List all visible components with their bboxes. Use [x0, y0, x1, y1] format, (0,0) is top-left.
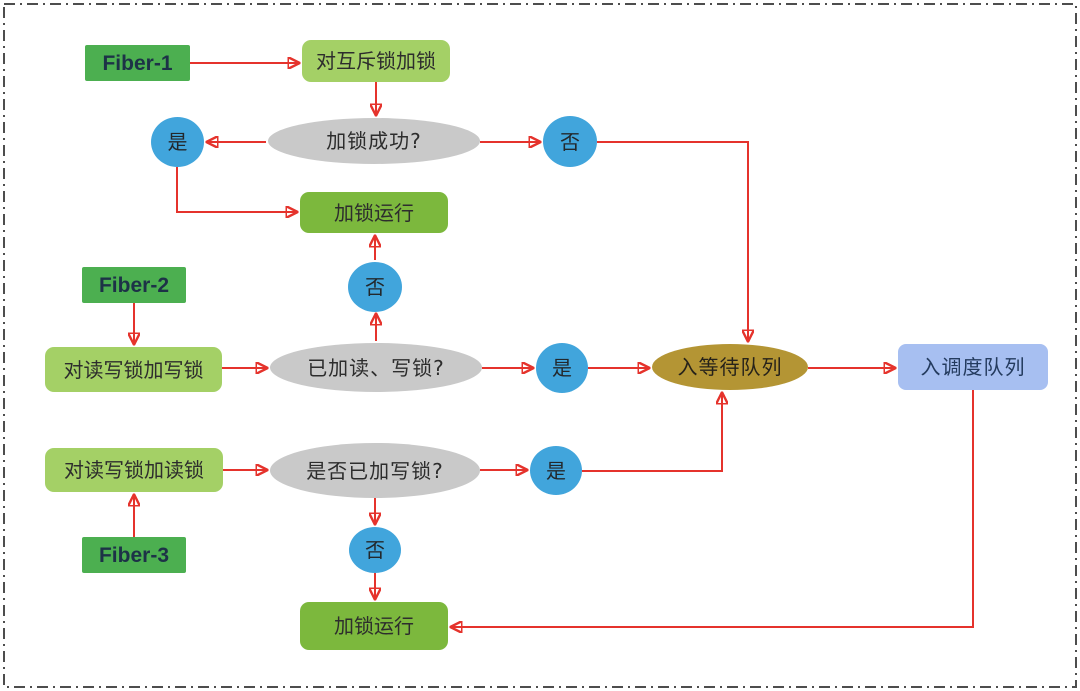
node-yes-2: 是 [536, 343, 588, 393]
edge-schedqueue-to-run2 [452, 390, 974, 627]
node-yes-3: 是 [530, 446, 582, 495]
node-fiber-3: Fiber-3 [82, 537, 186, 573]
node-read-lock-rwlock: 对读写锁加读锁 [45, 448, 223, 492]
node-fiber-2: Fiber-2 [82, 267, 186, 303]
node-fiber-1: Fiber-1 [85, 45, 190, 81]
node-schedule-queue: 入调度队列 [898, 344, 1048, 390]
edge-yes1-to-run1 [176, 167, 296, 212]
node-yes-1: 是 [151, 117, 204, 167]
node-run-locked-2: 加锁运行 [300, 602, 448, 650]
node-no-1: 否 [543, 116, 597, 167]
node-wait-queue: 入等待队列 [652, 344, 808, 390]
node-lock-success-decision: 加锁成功? [268, 118, 480, 164]
edge-yes3-to-waitqueue [582, 394, 722, 472]
node-lock-mutex: 对互斥锁加锁 [302, 40, 450, 82]
page-dashdot-border [3, 3, 1077, 688]
node-run-locked-1: 加锁运行 [300, 192, 448, 233]
node-no-3: 否 [349, 527, 401, 573]
edge-no1-to-waitqueue [597, 141, 748, 340]
node-write-lock-rwlock: 对读写锁加写锁 [45, 347, 222, 392]
node-rw-locked-decision: 已加读、写锁? [270, 343, 482, 392]
node-write-locked-decision: 是否已加写锁? [270, 443, 480, 498]
node-no-2: 否 [348, 262, 402, 312]
